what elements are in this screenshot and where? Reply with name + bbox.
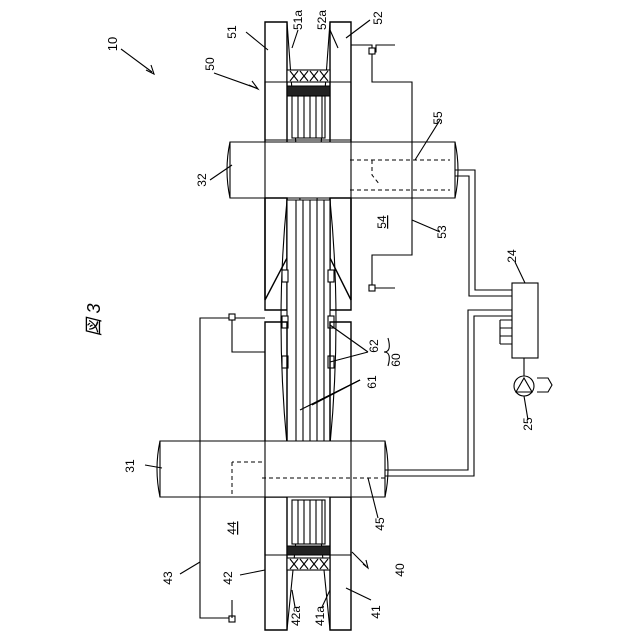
hydraulic-lines: [200, 45, 512, 622]
label-25: 25: [521, 417, 535, 431]
label-55: 55: [431, 111, 445, 125]
label-32: 32: [195, 173, 209, 187]
shaft-32: [227, 142, 458, 198]
label-41a: 41a: [313, 606, 327, 626]
label-51a: 51a: [291, 10, 305, 30]
label-10: 10: [105, 37, 120, 51]
label-44: 44: [225, 521, 239, 535]
label-51: 51: [225, 25, 239, 39]
shaft-31: [157, 441, 388, 497]
label-61: 61: [365, 375, 379, 389]
label-50: 50: [203, 57, 217, 71]
figure-title: 図 3: [84, 303, 104, 336]
belt-60: [281, 200, 336, 445]
label-42a: 42a: [289, 606, 303, 626]
label-52: 52: [371, 11, 385, 25]
label-54: 54: [375, 215, 389, 229]
label-52a: 52a: [315, 10, 329, 30]
control-valve-24: [500, 283, 538, 358]
label-42: 42: [221, 571, 235, 585]
label-43: 43: [161, 571, 175, 585]
label-40: 40: [393, 563, 407, 577]
label-45: 45: [373, 517, 387, 531]
belt-rings-top: [292, 96, 325, 138]
label-24: 24: [505, 249, 519, 263]
label-53: 53: [435, 225, 449, 239]
pump-25: [514, 358, 552, 396]
label-60: 60: [389, 353, 403, 367]
label-62: 62: [367, 339, 381, 353]
label-31: 31: [123, 459, 137, 473]
label-41: 41: [369, 605, 383, 619]
